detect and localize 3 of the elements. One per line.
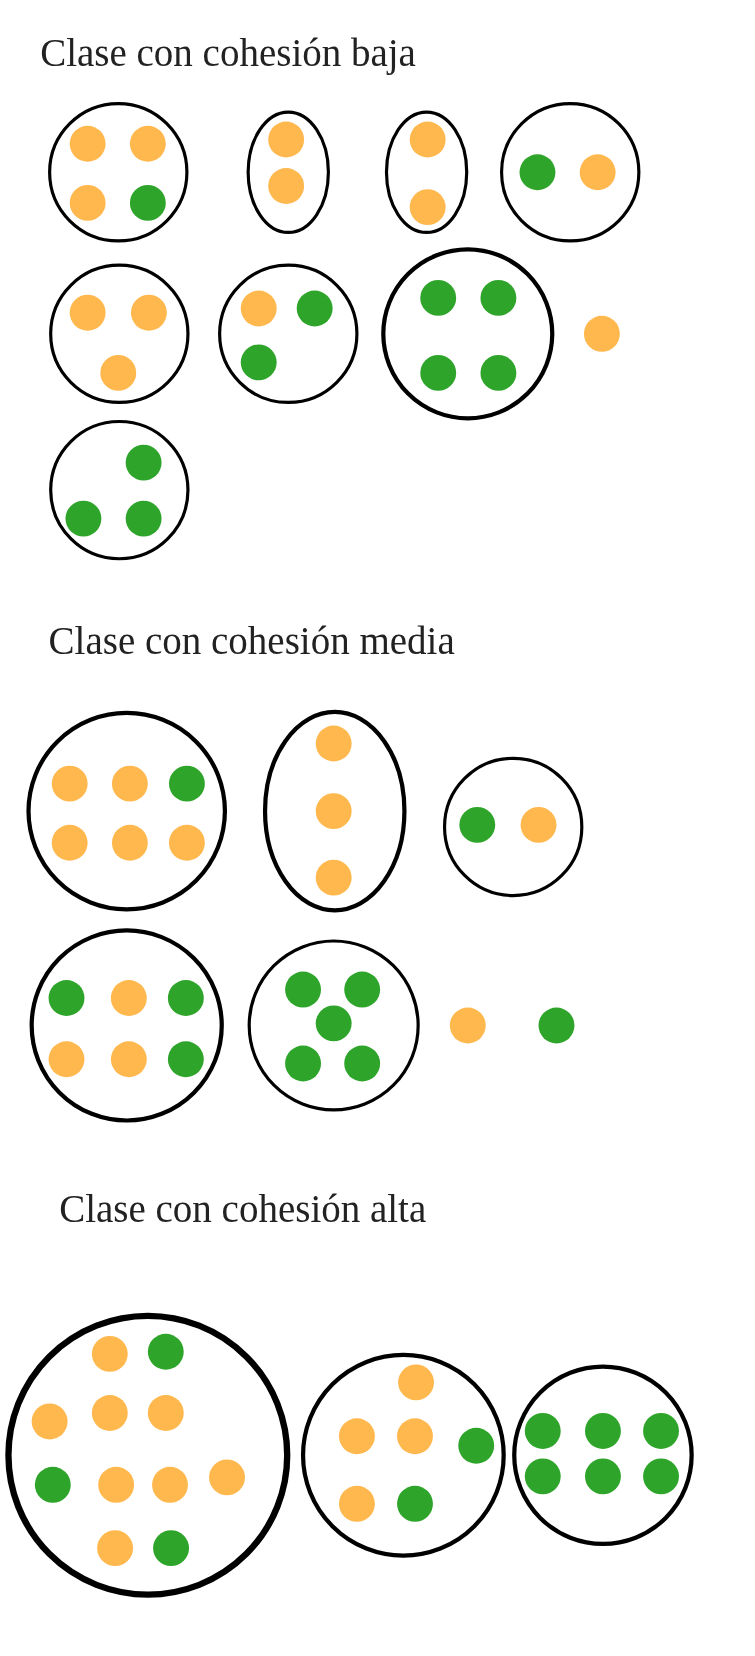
section-heading: Clase con cohesión media (48, 619, 455, 663)
section-heading: Clase con cohesión baja (40, 31, 416, 75)
section-heading: Clase con cohesión alta (59, 1187, 427, 1231)
